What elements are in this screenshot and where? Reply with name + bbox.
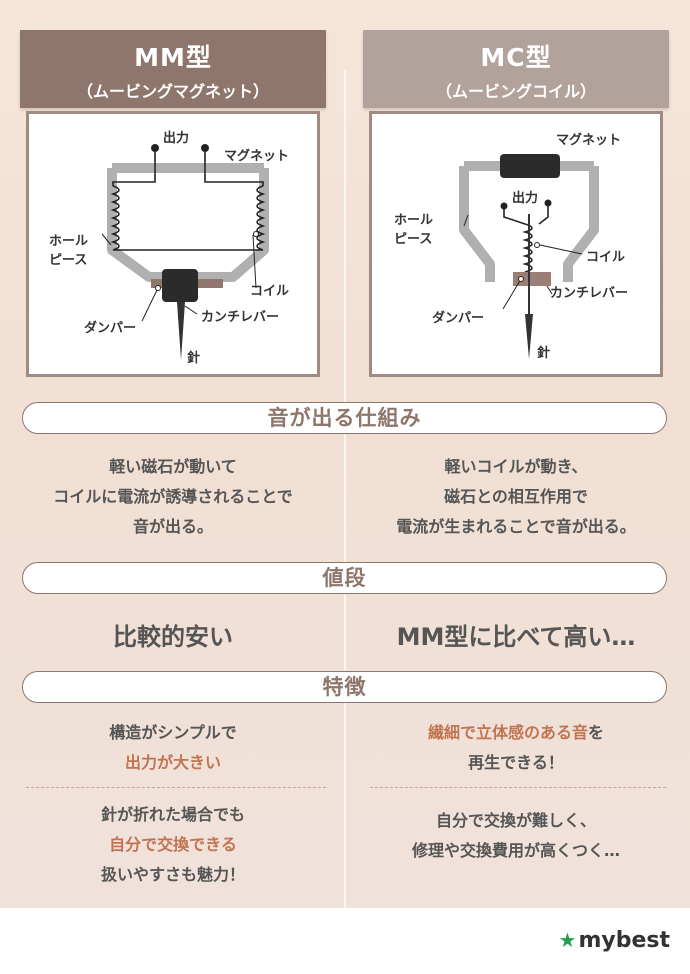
mc-pointer-cantilever: [546, 285, 553, 295]
footer: ★mybest: [0, 908, 690, 974]
mm-terminal-left: [151, 144, 159, 152]
section-features: 特徴: [22, 671, 667, 703]
mm-pointer-coil: [252, 234, 257, 289]
mm-diagram: 出力 マグネット ホール ピース コイル ダンパー カンチレバー 針: [26, 111, 320, 377]
mc-label-coil: コイル: [586, 250, 625, 265]
mm-feature-highlight: 自分で交換できる: [109, 835, 237, 854]
section-mechanism: 音が出る仕組み: [22, 402, 667, 434]
mc-pointer-pole: [463, 214, 469, 227]
mc-mechanism-line: 磁石との相互作用で: [444, 487, 588, 506]
mm-label-magnet: マグネット: [224, 148, 289, 164]
mm-subtitle: （ムービングマグネット）: [76, 82, 269, 101]
mm-coil-right: [256, 185, 266, 251]
mc-header: MC型 （ムービングコイル）: [363, 30, 669, 108]
mm-title: MM型: [134, 43, 212, 72]
mc-label-pole-2: ピース: [394, 232, 432, 247]
mc-feature-separator: [370, 787, 666, 788]
mc-label-output: 出力: [512, 190, 538, 206]
mm-label-pole-1: ホール: [49, 234, 88, 249]
mc-column: MC型 （ムービングコイル）: [363, 30, 669, 377]
mm-label-damper: ダンパー: [84, 320, 136, 336]
mm-magnet: [162, 269, 198, 302]
mc-needle: [525, 314, 533, 359]
mc-pointer-dot: [534, 242, 540, 248]
section-price: 値段: [22, 562, 667, 594]
mm-feature-line: 扱いやすさも魅力！: [100, 865, 245, 884]
mm-header: MM型 （ムービングマグネット）: [20, 30, 326, 108]
mm-wire-right: [204, 149, 264, 186]
mc-pole-right: [563, 166, 599, 282]
mm-mechanism-text: 軽い磁石が動いて コイルに電流が誘導されることで 音が出る。: [20, 452, 326, 542]
mc-pole-left: [459, 166, 495, 282]
mc-feature-1: 繊細で立体感のある音を 再生できる！: [356, 718, 676, 778]
column-divider: [344, 70, 346, 908]
mc-terminal-left: [500, 202, 508, 210]
mc-feature-2: 自分で交換が難しく、 修理や交換費用が高くつく…: [356, 806, 676, 866]
mc-coil: [522, 223, 533, 273]
mm-column: MM型 （ムービングマグネット）: [20, 30, 326, 377]
mc-wire-left: [503, 209, 526, 225]
mc-pointer-damper: [502, 278, 522, 310]
mc-label-damper: ダンパー: [432, 310, 484, 326]
mc-terminal-right: [544, 199, 552, 207]
mc-mechanism-line: 軽いコイルが動き、: [444, 457, 588, 476]
brand-logo-text: mybest: [578, 928, 670, 953]
mm-pointer-cantilever: [184, 305, 198, 315]
mc-diagram: マグネット 出力 ホール ピース コイル ダンパー カンチレバー 針: [369, 111, 663, 377]
mc-wire-right: [538, 206, 549, 225]
mm-feature-1: 構造がシンプルで 出力が大きい: [20, 718, 326, 778]
mc-magnet: [500, 154, 560, 178]
mm-terminal-right: [201, 144, 209, 152]
mm-mechanism-line: 音が出る。: [132, 517, 213, 536]
mm-price: 比較的安い: [113, 623, 233, 651]
brand-logo[interactable]: ★mybest: [559, 928, 670, 953]
mm-pointer-dot: [253, 231, 259, 237]
mm-mechanism-line: コイルに電流が誘導されることで: [53, 487, 293, 506]
mm-needle: [177, 302, 185, 360]
mm-feature-separator: [26, 787, 326, 788]
mm-pole-piece: [107, 168, 269, 282]
mm-pointer-dot: [155, 285, 161, 291]
mm-label-needle: 針: [187, 350, 200, 366]
mm-feature-line: 針が折れた場合でも: [100, 805, 245, 824]
mc-feature-line: 再生できる！: [468, 753, 564, 772]
mm-coil-left: [110, 185, 120, 251]
mm-label-coil: コイル: [250, 284, 289, 299]
mc-label-cantilever: カンチレバー: [550, 286, 628, 301]
mc-price: MM型に比べて高い…: [396, 623, 636, 651]
mm-wire-left: [112, 149, 156, 186]
mm-pointer-pole: [101, 233, 112, 246]
mc-diagram-svg: マグネット 出力 ホール ピース コイル ダンパー カンチレバー 針: [394, 132, 628, 361]
mc-feature-line: 自分で交換が難しく、: [435, 811, 596, 830]
mc-mechanism-line: 電流が生まれることで音が出る。: [396, 517, 636, 536]
mm-feature-2: 針が折れた場合でも 自分で交換できる 扱いやすさも魅力！: [20, 800, 326, 890]
mc-label-pole-1: ホール: [394, 213, 433, 228]
mc-mechanism-text: 軽いコイルが動き、 磁石との相互作用で 電流が生まれることで音が出る。: [356, 452, 676, 542]
mc-label-magnet: マグネット: [556, 132, 621, 148]
mc-label-needle: 針: [537, 345, 550, 361]
mc-pointer-coil: [539, 244, 583, 255]
mm-feature-highlight: 出力が大きい: [124, 753, 221, 772]
mc-feature-tail: を: [588, 723, 605, 742]
mc-cantilever: [513, 272, 551, 286]
mc-feature-line: 繊細で立体感のある音を: [356, 718, 676, 748]
mm-diagram-svg: 出力 マグネット ホール ピース コイル ダンパー カンチレバー 針: [49, 130, 289, 366]
mc-pointer-dot: [518, 276, 524, 282]
mm-label-pole-2: ピース: [49, 253, 87, 268]
star-icon: ★: [558, 928, 577, 952]
mc-feature-line: 修理や交換費用が高くつく…: [411, 841, 620, 860]
mm-pointer-damper: [141, 287, 159, 322]
mm-label-output: 出力: [163, 130, 189, 146]
mc-subtitle: （ムービングコイル）: [435, 82, 596, 101]
mm-feature-line: 構造がシンプルで: [109, 723, 237, 742]
mm-label-cantilever: カンチレバー: [201, 310, 279, 325]
mm-mechanism-line: 軽い磁石が動いて: [109, 457, 237, 476]
mc-title: MC型: [480, 43, 552, 72]
mc-feature-highlight: 繊細で立体感のある音: [427, 723, 588, 742]
